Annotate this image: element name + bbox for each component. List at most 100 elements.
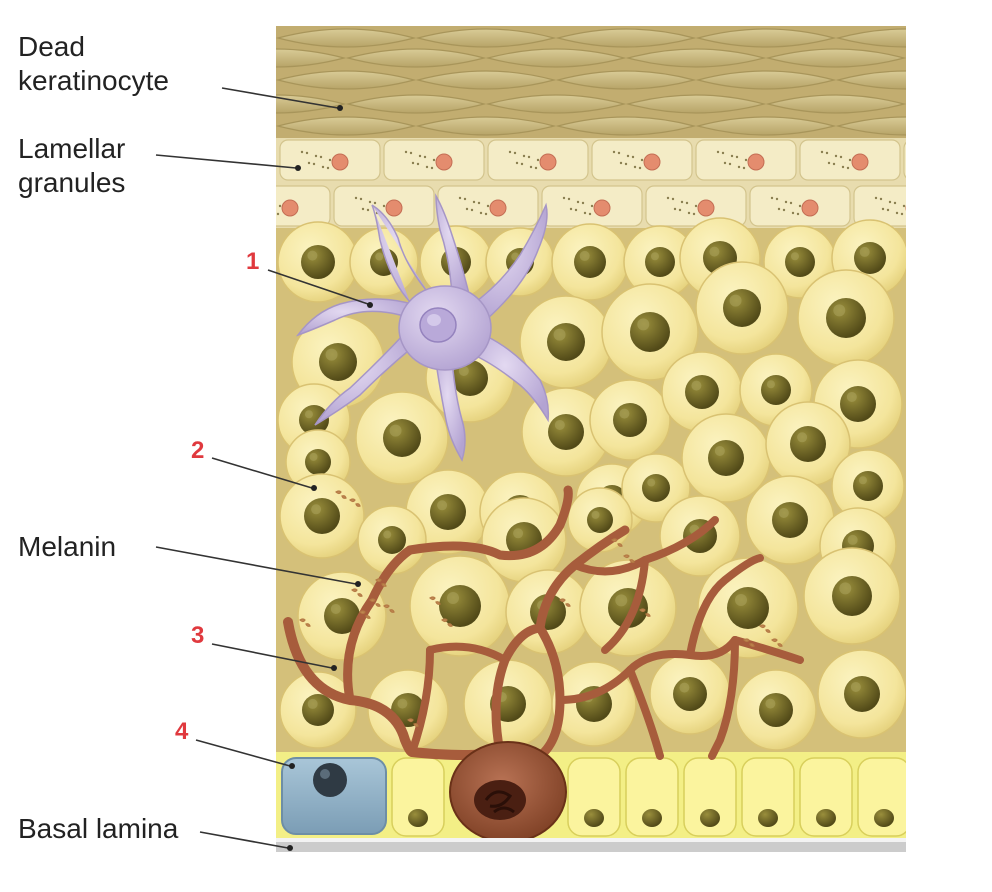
lamellar-granule bbox=[888, 200, 892, 204]
dead-keratinocyte-cell bbox=[555, 116, 697, 136]
keratinocyte-nucleus bbox=[673, 677, 707, 711]
melanin-granule bbox=[299, 618, 311, 627]
lamellar-granule bbox=[925, 151, 927, 153]
keratinocyte-nucleus bbox=[708, 440, 744, 476]
lamellar-granule bbox=[827, 161, 831, 165]
lamellar-granule bbox=[619, 161, 623, 165]
lamellar-granule bbox=[617, 151, 621, 155]
lamellar-granule bbox=[276, 212, 280, 216]
dead-keratinocyte-cell bbox=[835, 116, 906, 136]
dead-keratinocyte-cell bbox=[415, 70, 557, 90]
lamellar-granule bbox=[633, 165, 637, 169]
keratinocyte-nucleus bbox=[548, 414, 584, 450]
granular-nucleus bbox=[905, 205, 906, 211]
number-1: 1 bbox=[246, 248, 260, 275]
lamellar-granule bbox=[881, 207, 885, 211]
lamellar-granule bbox=[789, 201, 793, 205]
dead-keratinocyte-cell bbox=[485, 48, 627, 68]
dead-keratinocyte-cell bbox=[485, 94, 627, 114]
lamellar-granule bbox=[382, 204, 386, 208]
langerhans-cell bbox=[295, 193, 550, 462]
lamellar-granule bbox=[590, 204, 594, 208]
keratinocyte-nucleus bbox=[301, 245, 335, 279]
granular-nucleus bbox=[281, 199, 299, 217]
dead-keratinocyte-cell bbox=[276, 70, 417, 90]
dead-keratinocyte-cell bbox=[276, 116, 417, 136]
lamellar-granule bbox=[272, 212, 274, 214]
dead-keratinocyte-cell bbox=[555, 28, 697, 48]
melanin-granule bbox=[369, 598, 381, 607]
basal-nucleus bbox=[816, 809, 836, 827]
keratinocyte-nucleus bbox=[383, 419, 421, 457]
lamellar-granule bbox=[820, 150, 824, 154]
dead-keratinocyte-cell bbox=[905, 103, 906, 105]
melanin-granule bbox=[639, 608, 651, 617]
granular-nucleus bbox=[801, 199, 819, 217]
lamellar-granule bbox=[825, 151, 829, 155]
dead-keratinocyte-cell bbox=[555, 70, 697, 90]
lamellar-granule bbox=[937, 163, 939, 165]
keratinocyte-nucleus bbox=[304, 498, 340, 534]
keratinocyte-nucleus bbox=[723, 289, 761, 327]
lamellar-granule bbox=[411, 161, 415, 165]
basal-cell bbox=[741, 757, 795, 837]
melanin-granule bbox=[351, 588, 363, 597]
number-3: 3 bbox=[191, 622, 205, 649]
granular-nucleus bbox=[539, 153, 557, 171]
lamellar-granule bbox=[423, 155, 427, 159]
lamellar-granule bbox=[581, 201, 585, 205]
lamellar-granule bbox=[846, 166, 850, 170]
lamellar-granule bbox=[314, 154, 318, 158]
basal-nucleus bbox=[408, 809, 428, 827]
basal-nucleus bbox=[584, 809, 604, 827]
keratinocyte-nucleus bbox=[853, 471, 883, 501]
lamellar-granule bbox=[798, 204, 802, 208]
dead-keratinocyte-cell bbox=[276, 48, 347, 68]
keratinocyte-nucleus bbox=[642, 474, 670, 502]
label-dead-keratinocyte-line2: keratinocyte bbox=[18, 65, 169, 96]
lamellar-granule bbox=[777, 207, 781, 211]
lamellar-granule bbox=[463, 197, 467, 201]
lamellar-granule bbox=[678, 208, 682, 212]
dead-keratinocyte-cell bbox=[835, 28, 906, 48]
lamellar-granule bbox=[895, 211, 899, 215]
granular-cells bbox=[258, 139, 972, 227]
lamellar-granule bbox=[848, 158, 852, 162]
lamellar-granule bbox=[258, 208, 260, 210]
keratinocyte-nucleus bbox=[547, 323, 585, 361]
melanocyte bbox=[449, 741, 567, 843]
basal-cell bbox=[625, 757, 679, 837]
lamellar-granule bbox=[404, 150, 408, 154]
lamellar-granule bbox=[265, 201, 267, 203]
keratinocyte-nucleus bbox=[772, 502, 808, 538]
label-lamellar-granules-line1: Lamellar bbox=[18, 133, 126, 164]
granular-nucleus bbox=[593, 199, 611, 217]
granular-nucleus bbox=[956, 154, 972, 170]
melanin-granule bbox=[335, 490, 347, 499]
lamellar-granule bbox=[432, 158, 436, 162]
keratinocyte-nucleus bbox=[645, 247, 675, 277]
lamellar-granule bbox=[687, 211, 691, 215]
melanin-granule bbox=[383, 604, 395, 613]
lamellar-granule bbox=[534, 166, 538, 170]
keratinocyte-nucleus bbox=[305, 449, 331, 475]
lamellar-granule bbox=[839, 155, 843, 159]
lamellar-granule bbox=[270, 202, 272, 204]
lamellar-granule bbox=[576, 200, 580, 204]
melanin-granule bbox=[359, 610, 371, 619]
lamellar-granule bbox=[680, 200, 684, 204]
dead-keratinocyte-cell bbox=[905, 57, 906, 59]
leader-dots bbox=[287, 105, 373, 851]
merkel-cell bbox=[281, 757, 387, 835]
dead-keratinocyte-cell bbox=[345, 94, 487, 114]
granular-nucleus bbox=[643, 153, 661, 171]
melanin-granule bbox=[441, 618, 453, 627]
lamellar-granule bbox=[307, 161, 311, 165]
basal-nucleus bbox=[874, 809, 894, 827]
lamellar-granule bbox=[666, 196, 670, 200]
lamellar-granule bbox=[409, 151, 413, 155]
granular-nucleus bbox=[385, 199, 403, 217]
lamellar-granule bbox=[359, 197, 363, 201]
lamellar-granule bbox=[366, 208, 370, 212]
dead-keratinocyte-cell bbox=[345, 48, 487, 68]
